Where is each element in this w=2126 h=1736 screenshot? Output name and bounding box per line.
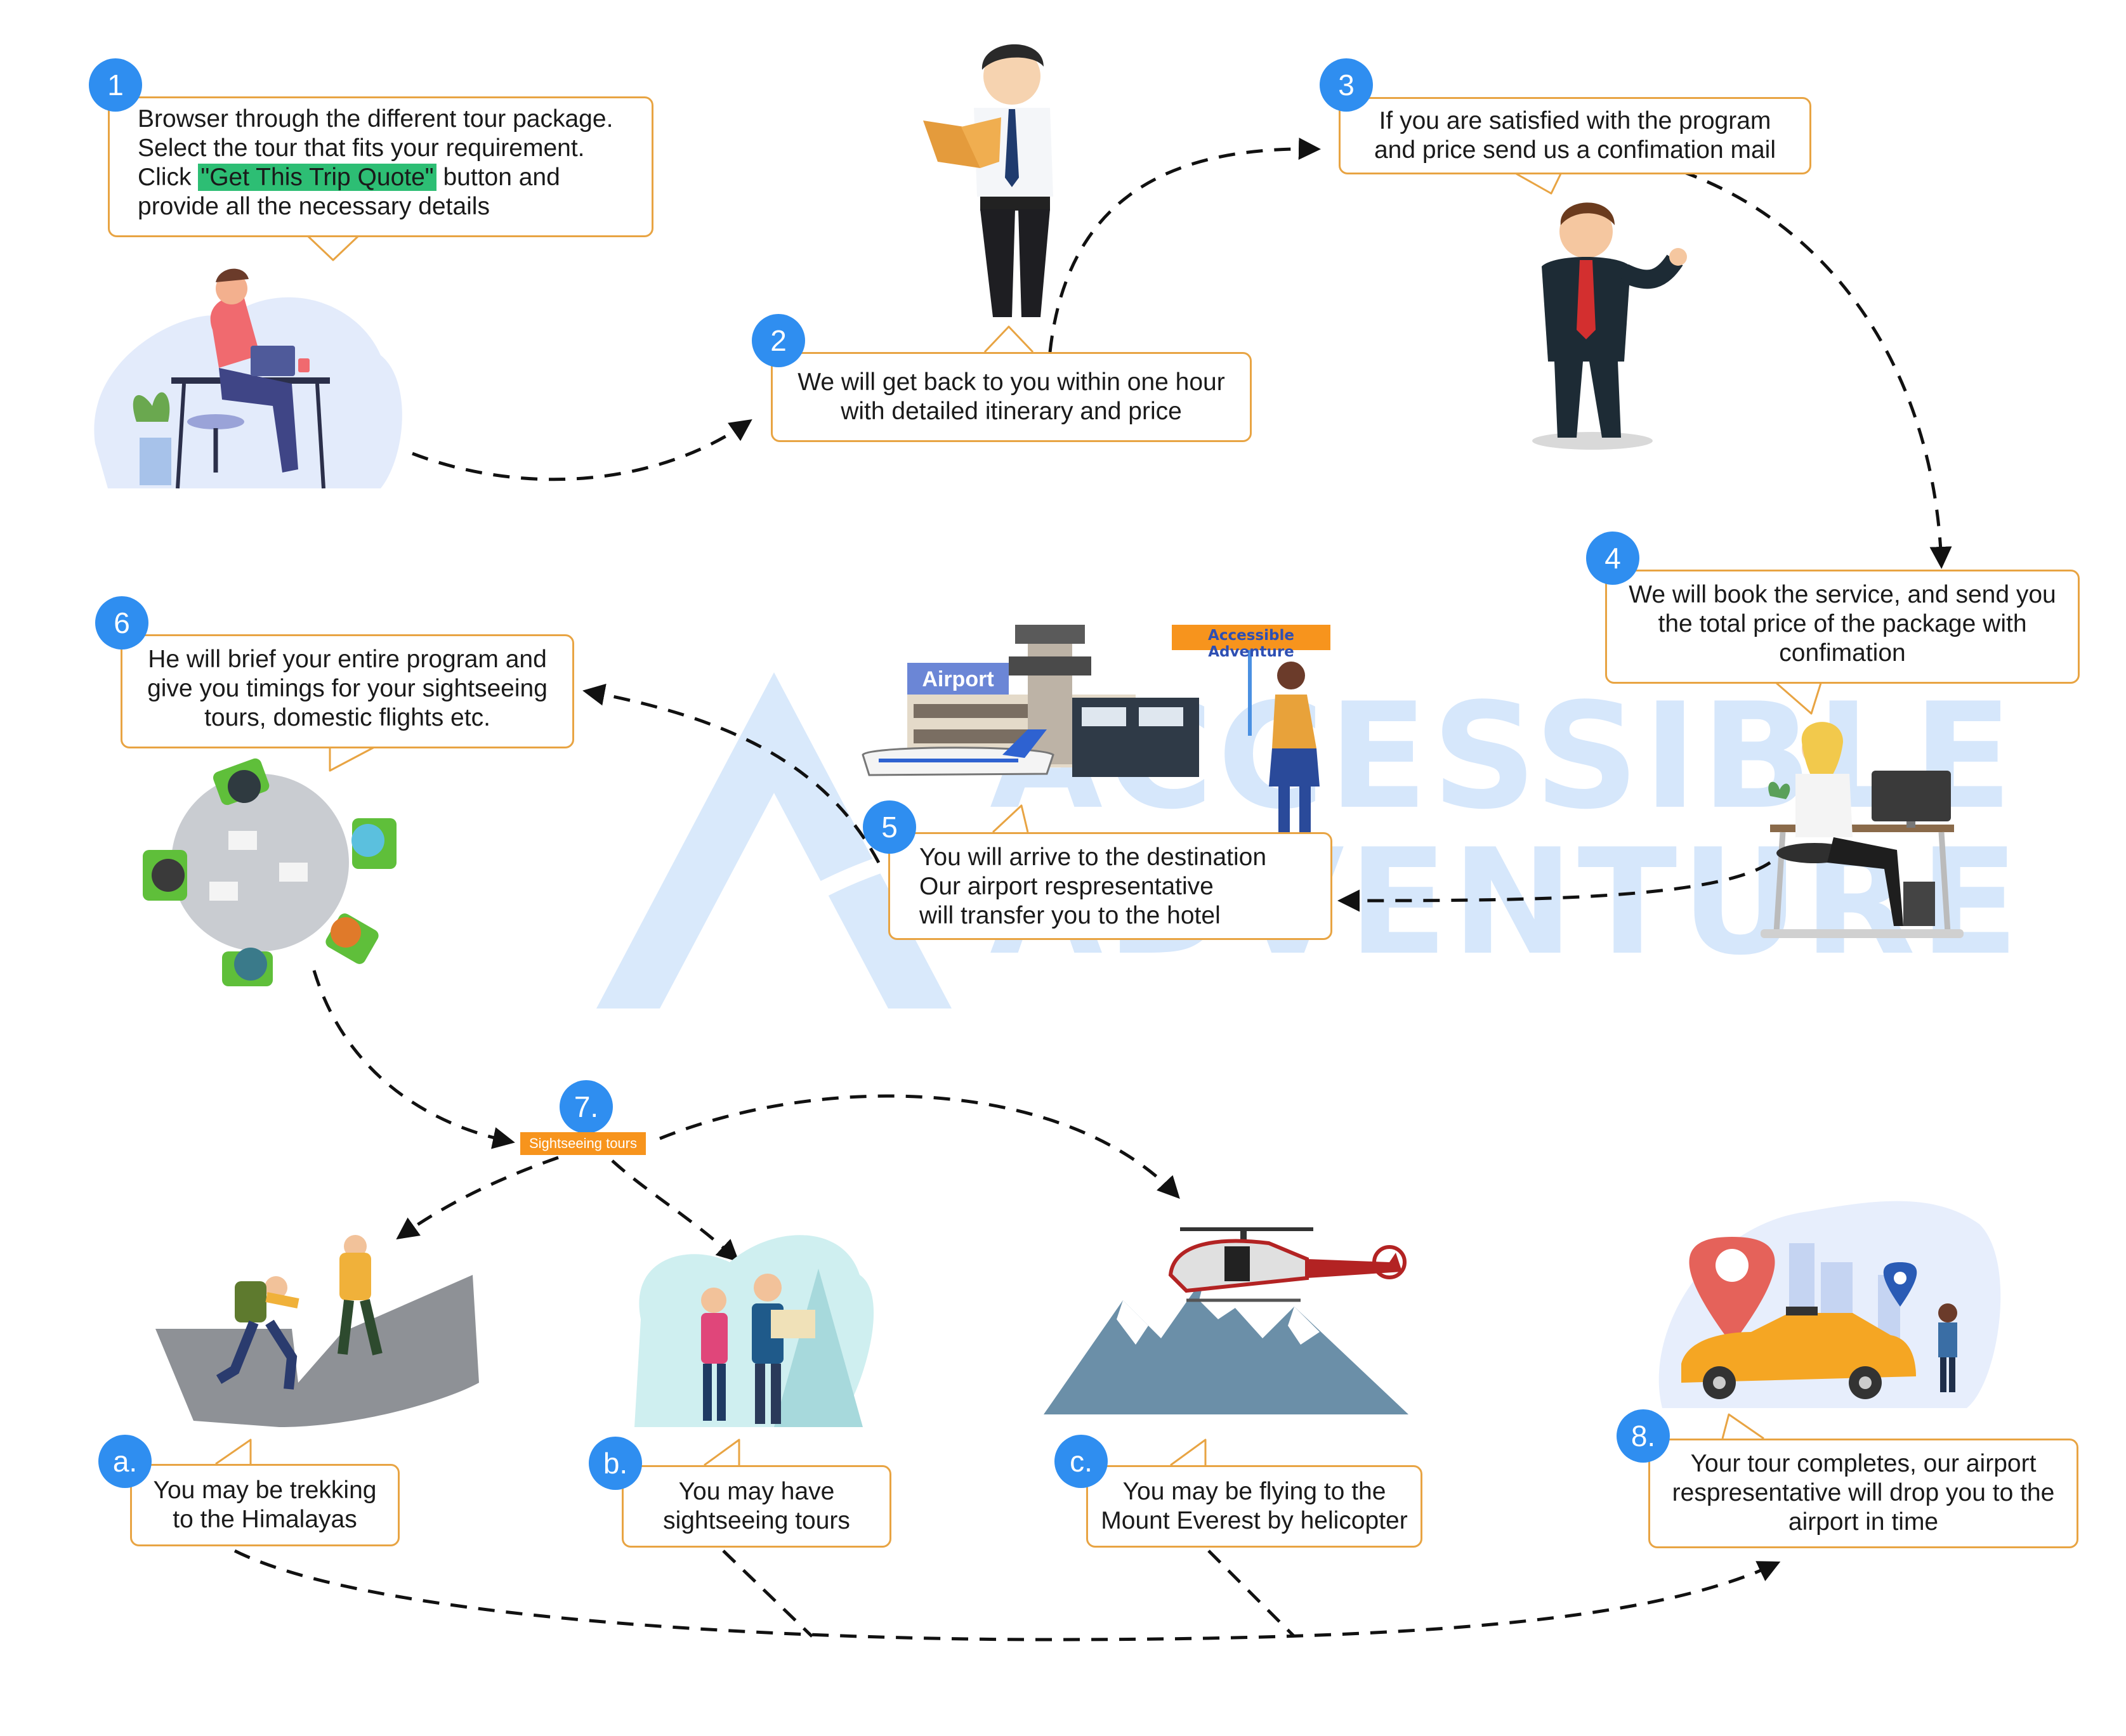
step-1-line-1: Browser through the different tour packa… xyxy=(138,105,641,134)
step-c-line-2: Mount Everest by helicopter xyxy=(1098,1506,1410,1536)
step-6-box: He will brief your entire program and gi… xyxy=(121,634,574,748)
step-3-box: If you are satisfied with the program an… xyxy=(1339,97,1811,174)
step-4-badge: 4 xyxy=(1586,532,1639,585)
step-2-line-2: with detailed itinerary and price xyxy=(783,397,1240,426)
step-8-box: Your tour completes, our airport respres… xyxy=(1648,1439,2078,1548)
step-a-line-2: to the Himalayas xyxy=(142,1505,388,1534)
step-4-line-1: We will book the service, and send you xyxy=(1617,580,2068,610)
step-6-line-3: tours, domestic flights etc. xyxy=(133,703,562,733)
step-2-box: We will get back to you within one hour … xyxy=(771,352,1252,442)
step-b-box: You may have sightseeing tours xyxy=(622,1465,891,1548)
step-5-line-3: will transfer you to the hotel xyxy=(919,901,1320,930)
step-7-badge: 7. xyxy=(560,1080,613,1133)
step-1-click-suffix: button and xyxy=(436,164,560,191)
step-1-line-3: Click "Get This Trip Quote" button and xyxy=(138,163,641,192)
sightseeing-tours-tag: Sightseeing tours xyxy=(520,1132,646,1155)
step-4-box: We will book the service, and send you t… xyxy=(1605,570,2080,684)
step-5-box: You will arrive to the destination Our a… xyxy=(888,832,1332,940)
step-1-line-4: provide all the necessary details xyxy=(138,192,641,221)
step-a-line-1: You may be trekking xyxy=(142,1476,388,1505)
step-3-line-1: If you are satisfied with the program xyxy=(1351,107,1799,136)
step-6-line-2: give you timings for your sightseeing xyxy=(133,674,562,703)
step-8-line-1: Your tour completes, our airport xyxy=(1660,1449,2066,1478)
step-6-line-1: He will brief your entire program and xyxy=(133,645,562,674)
step-b-badge: b. xyxy=(589,1437,642,1490)
step-a-badge: a. xyxy=(98,1435,152,1488)
step-3-badge: 3 xyxy=(1320,58,1373,112)
step-6-badge: 6 xyxy=(95,596,148,649)
step-5-line-2: Our airport respresentative xyxy=(919,872,1320,901)
step-b-line-2: sightseeing tours xyxy=(634,1506,879,1536)
step-8-line-3: airport in time xyxy=(1660,1508,2066,1537)
step-8-badge: 8. xyxy=(1617,1409,1670,1463)
step-1-badge: 1 xyxy=(89,58,142,112)
step-4-line-3: confimation xyxy=(1617,639,2068,668)
step-1-click-prefix: Click xyxy=(138,164,198,191)
step-c-line-1: You may be flying to the xyxy=(1098,1477,1410,1506)
step-2-line-1: We will get back to you within one hour xyxy=(783,368,1240,397)
step-5-badge: 5 xyxy=(863,800,916,854)
step-5-line-1: You will arrive to the destination xyxy=(919,843,1320,872)
step-8-line-2: respresentative will drop you to the xyxy=(1660,1478,2066,1508)
get-trip-quote-button[interactable]: "Get This Trip Quote" xyxy=(198,164,436,191)
step-1-box: Browser through the different tour packa… xyxy=(108,96,653,237)
step-b-line-1: You may have xyxy=(634,1477,879,1506)
step-a-box: You may be trekking to the Himalayas xyxy=(130,1464,400,1546)
step-4-line-2: the total price of the package with xyxy=(1617,610,2068,639)
step-2-badge: 2 xyxy=(752,314,805,367)
step-3-line-2: and price send us a confimation mail xyxy=(1351,136,1799,165)
step-1-line-2: Select the tour that fits your requireme… xyxy=(138,134,641,163)
step-c-box: You may be flying to the Mount Everest b… xyxy=(1086,1465,1422,1548)
step-c-badge: c. xyxy=(1054,1435,1108,1488)
